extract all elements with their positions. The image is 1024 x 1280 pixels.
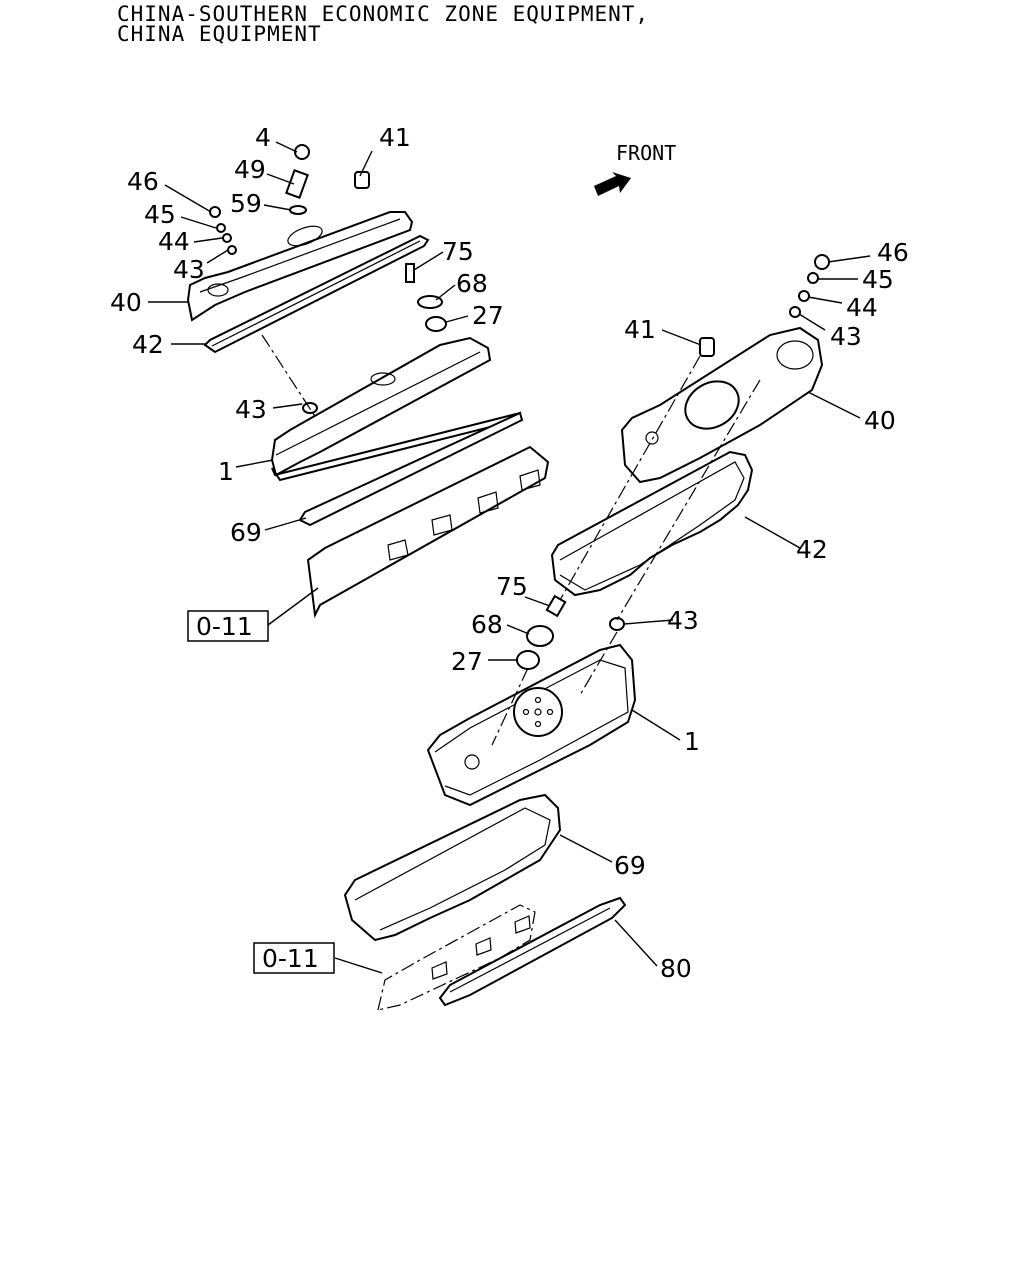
callout-r1: 1: [684, 727, 700, 756]
callout-r43-lower: 43: [667, 606, 699, 635]
callout-r80: 80: [660, 954, 692, 983]
part-r27-grommet: [516, 650, 540, 670]
part-44-washer: [222, 233, 232, 243]
oil-filler-port: [513, 687, 563, 737]
left-cover-1: [270, 336, 492, 477]
part-r68-washer: [526, 625, 554, 647]
part-r43-seal: [789, 306, 801, 318]
callout-r42: 42: [796, 535, 828, 564]
callout-r45: 45: [862, 265, 894, 294]
callout-1: 1: [218, 457, 234, 486]
part-r45-washer: [807, 272, 819, 284]
left-assembly: [148, 141, 550, 626]
callout-27: 27: [472, 301, 504, 330]
callout-49: 49: [234, 155, 266, 184]
part-46-nut: [209, 206, 221, 218]
ref-box-top[interactable]: 0-11: [187, 610, 269, 642]
ref-box-top-label: 0-11: [196, 612, 253, 641]
right-gasket-42: [550, 450, 754, 597]
header-line-1: CHINA-SOUTHERN ECONOMIC ZONE EQUIPMENT,: [117, 2, 650, 26]
callout-44: 44: [158, 227, 190, 256]
callout-4: 4: [255, 123, 271, 152]
part-68-washer: [417, 295, 443, 309]
callout-r41: 41: [624, 315, 656, 344]
part-59-seal: [289, 205, 307, 215]
part-41-grommet: [354, 171, 370, 189]
callout-46: 46: [127, 167, 159, 196]
right-gasket-69: [343, 793, 562, 942]
part-43-seal: [227, 245, 237, 255]
callout-r27: 27: [451, 647, 483, 676]
left-cover-40: [186, 211, 414, 322]
callout-r44: 44: [846, 293, 878, 322]
callout-59: 59: [230, 189, 262, 218]
callout-r69: 69: [614, 851, 646, 880]
part-75-bolt: [405, 263, 415, 283]
callout-43: 43: [173, 255, 205, 284]
left-gasket-69: [298, 411, 524, 527]
front-arrow-icon: [594, 172, 631, 196]
part-r46-nut: [814, 254, 830, 270]
callout-r68: 68: [471, 610, 503, 639]
callout-75: 75: [442, 237, 474, 266]
part-49-filler: [285, 169, 309, 199]
callout-r75: 75: [496, 572, 528, 601]
callout-68: 68: [456, 269, 488, 298]
callout-41: 41: [379, 123, 411, 152]
part-r41-grommet: [699, 337, 715, 357]
ref-box-bottom[interactable]: 0-11: [253, 942, 335, 974]
header-line-2: CHINA EQUIPMENT: [117, 22, 322, 46]
part-45-washer: [216, 223, 226, 233]
callout-43-lower: 43: [235, 395, 267, 424]
part-27-grommet: [425, 316, 447, 332]
callout-45: 45: [144, 200, 176, 229]
callout-r46: 46: [877, 238, 909, 267]
left-manifold: [306, 445, 550, 619]
callout-42: 42: [132, 330, 164, 359]
callout-69: 69: [230, 518, 262, 547]
callout-40: 40: [110, 288, 142, 317]
ref-box-bottom-label: 0-11: [262, 944, 319, 973]
right-manifold: [377, 904, 536, 1011]
part-4-cap: [294, 144, 310, 160]
callout-r40: 40: [864, 406, 896, 435]
right-assembly: [334, 254, 871, 1011]
front-label: FRONT: [616, 141, 676, 165]
callout-r43: 43: [830, 322, 862, 351]
part-r44-washer: [798, 290, 810, 302]
